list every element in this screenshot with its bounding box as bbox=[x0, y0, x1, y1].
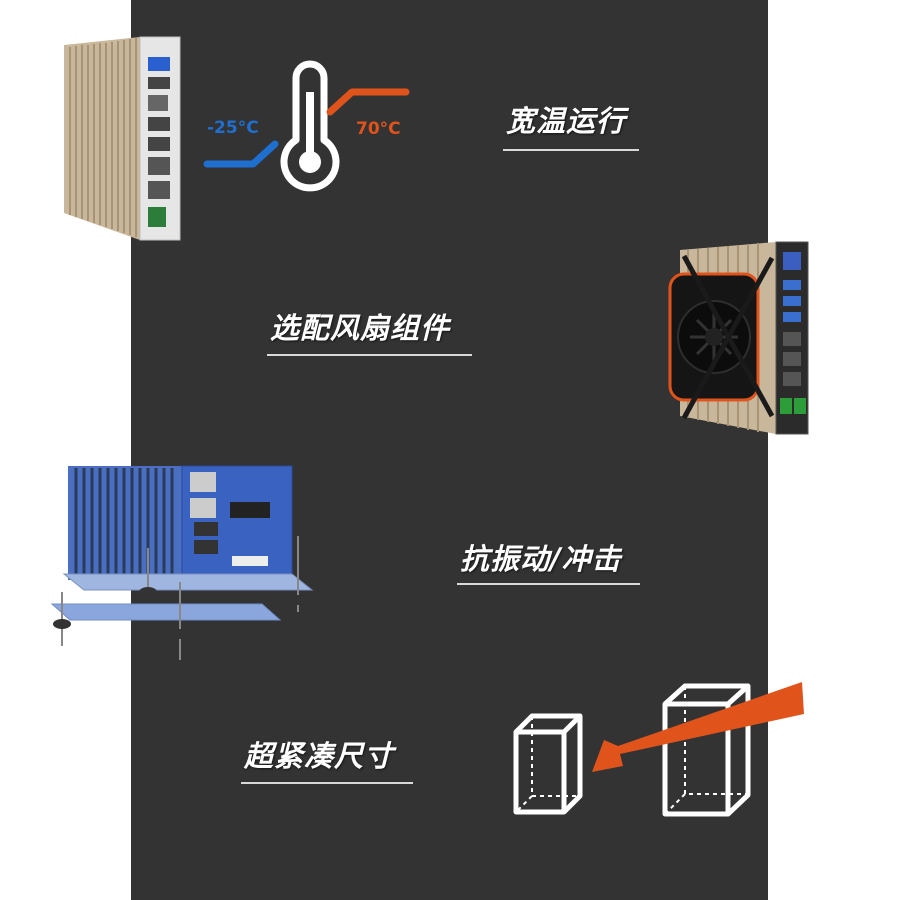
underline-divider bbox=[457, 583, 640, 585]
thermometer-icon bbox=[280, 60, 340, 192]
feature-title-fan-kit: 选配风扇组件 bbox=[270, 311, 451, 345]
fan-kit-pc-product-image bbox=[668, 241, 809, 435]
high-temperature-arrow-icon bbox=[326, 88, 410, 116]
underline-divider bbox=[503, 149, 639, 151]
underline-divider bbox=[241, 782, 413, 784]
low-temperature-arrow-icon bbox=[203, 140, 279, 168]
feature-title-compact-size: 超紧凑尺寸 bbox=[244, 739, 395, 773]
low-temperature-label: -25°C bbox=[207, 118, 259, 138]
underline-divider bbox=[267, 354, 472, 356]
high-temperature-label: 70°C bbox=[356, 119, 401, 139]
vibration-mount-product-image bbox=[50, 465, 314, 660]
fanless-pc-product-image bbox=[64, 36, 181, 241]
dark-background-panel bbox=[131, 0, 768, 900]
feature-title-wide-temp: 宽温运行 bbox=[506, 104, 627, 138]
compact-size-icon bbox=[513, 682, 804, 817]
feature-title-anti-vibration: 抗振动/冲击 bbox=[460, 542, 622, 576]
